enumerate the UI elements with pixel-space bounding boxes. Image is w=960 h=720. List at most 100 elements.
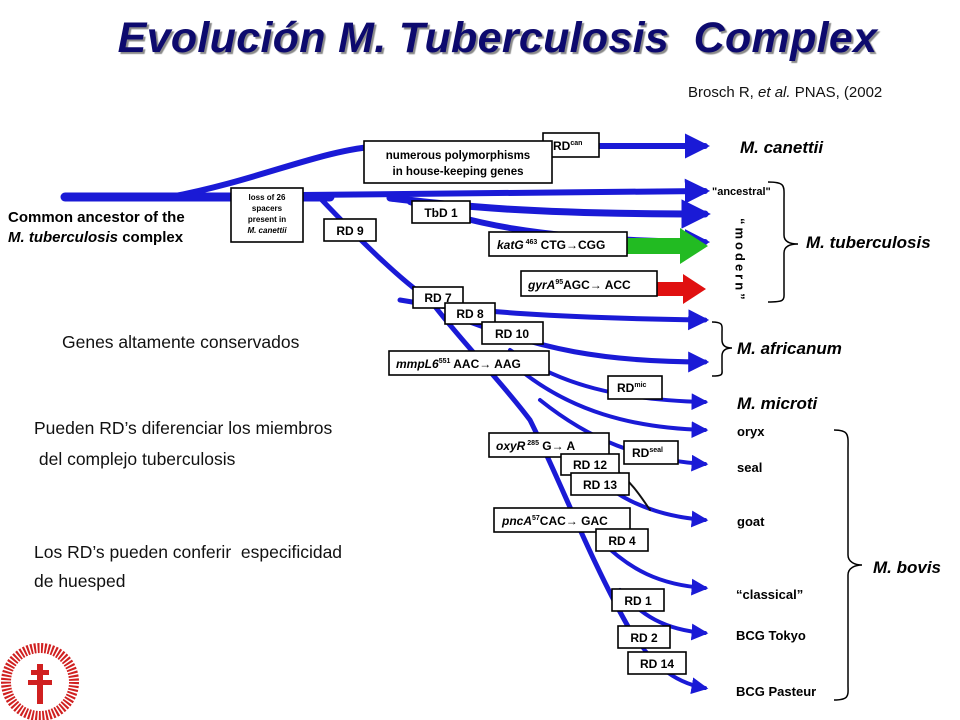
tip-classical: “classical” [736,587,803,602]
deletion-boxes: RDcan numerous polymorphisms in house-ke… [230,132,687,675]
box-spacers [230,187,304,243]
ancestor-label-species: M. tuberculosis [8,229,118,246]
mutation-arrows [600,228,708,304]
box-pnca-label: pncA57CAC→ GAC [501,514,608,528]
tip-microti: M. microti [737,394,819,413]
tip-goat: goat [737,514,765,529]
note-rd-differentiate-line1: Pueden RD’s diferenciar los miembros [34,418,333,438]
box-mmpl6-change: AAC→ AAG [450,357,520,371]
phylogeny-diagram: Common ancestor of the M. tuberculosis c… [8,132,941,701]
box-mmpl6-sup: 551 [439,358,451,365]
box-rd2-label: RD 2 [630,631,658,645]
box-polymorphisms-line2: in house-keeping genes [393,166,524,178]
bracket-bovis [833,429,863,701]
box-oxyr [488,432,610,458]
box-katg-change: CTG→CGG [537,238,605,252]
box-rd1 [611,588,665,612]
box-polymorphisms-line1: numerous polymorphisms [386,150,530,162]
citation-journal: PNAS, (2002 [790,84,883,101]
box-rd8 [444,302,496,325]
box-rd14-label: RD 14 [640,657,674,671]
citation: Brosch R, et al. PNAS, (2002 [688,84,882,101]
box-rd8-label: RD 8 [456,307,484,321]
box-gyra-gene: gyrA [527,278,555,292]
branch-main [317,195,633,633]
box-polymorphisms [363,140,553,184]
box-gyra [520,270,658,297]
box-rd12-label: RD 12 [573,458,607,472]
box-spacers-line3: present in [248,215,286,224]
box-spacers-line4: M. canettii [247,226,287,235]
tip-seal: seal [737,460,762,475]
tip-bcg-pasteur: BCG Pasteur [736,684,816,699]
box-oxyr-sup: 285 [525,440,539,447]
branch-seal [538,398,709,472]
box-rd7-label: RD 7 [424,291,452,305]
note-rd-differentiate-line2: del complejo tuberculosis [34,449,236,469]
box-rdmic [607,375,663,400]
box-katg-gene: katG [497,238,524,252]
box-spacers-line1: loss of 26 [249,193,286,202]
box-rd4 [595,528,649,552]
box-mmpl6-gene: mmpL6 [396,357,439,371]
ancestor-label-line1: Common ancestor of the [8,209,185,226]
ancestor-label-line2: M. tuberculosis complex [8,229,184,246]
tip-labels: M. canettii "ancestral" “modern” M. tube… [712,138,941,699]
box-rdmic-text: RD [617,381,635,395]
box-rdseal-label: RDseal [632,446,663,460]
branch-ancestral [297,178,711,204]
box-katg [488,231,628,257]
box-tbd1-label: TbD 1 [424,206,458,220]
bracket-tuberculosis [767,181,799,303]
box-gyra-sup: 95 [555,279,563,286]
box-oxyr-gene: oxyR [496,439,526,453]
box-mmpl6 [388,350,550,376]
box-rd13 [570,472,630,496]
box-pnca-gene: pncA [501,514,532,528]
box-rd13-label: RD 13 [583,478,617,492]
red-arrow [640,274,706,304]
bracket-africanum [711,321,733,377]
tip-tuberculosis: M. tuberculosis [806,233,931,252]
box-rd1-label: RD 1 [624,594,652,608]
citation-etal: et al. [758,84,791,101]
box-rdcan-text: RD [553,139,571,153]
box-rdcan-label: RDcan [553,139,582,153]
logo-ring [1,643,79,720]
branch-oryx [518,368,709,439]
note-host-specificity-line1: Los RD’s pueden conferir especificidad [34,542,343,562]
group-brackets [711,181,863,701]
box-oxyr-label: oxyR 285 G→ A [496,439,576,453]
tip-bcg-tokyo: BCG Tokyo [736,628,806,643]
citation-authors: Brosch R, [688,84,759,101]
note-conserved-genes: Genes altamente conservados [62,332,300,352]
box-rd4-label: RD 4 [608,534,636,548]
box-rd14 [627,651,687,675]
note-host-specificity-line2: de huesped [34,571,126,591]
box-gyra-label: gyrA95AGC→ ACC [527,278,631,292]
box-rd9 [323,218,377,242]
organization-logo [1,643,79,720]
box-mmpl6-label: mmpL6551 AAC→ AAG [396,357,521,371]
box-tbd1 [411,200,471,224]
box-pnca-change: CAC→ GAC [540,514,608,528]
box-gyra-change: AGC→ ACC [563,278,631,292]
ancestor-label-complex: complex [118,229,184,246]
double-barred-cross-icon [28,664,52,704]
box-pnca-sup: 57 [532,515,540,522]
box-katg-label: katG 463 CTG→CGG [497,238,605,252]
box-pnca [493,507,631,533]
tip-modern: “modern” [733,218,748,303]
tip-africanum: M. africanum [737,339,842,358]
box-rdseal-text: RD [632,446,650,460]
box-oxyr-change: G→ A [539,439,576,453]
tip-oryx: oryx [737,424,765,439]
page-title: Evolución M. Tuberculosis Complex [117,14,878,62]
box-rd9-label: RD 9 [336,224,364,238]
tip-ancestral: "ancestral" [712,186,771,198]
box-rdseal [623,440,679,465]
box-rdmic-label: RDmic [617,381,647,395]
tip-bovis: M. bovis [873,558,941,577]
green-arrow [600,228,708,264]
box-rd2 [617,625,671,649]
